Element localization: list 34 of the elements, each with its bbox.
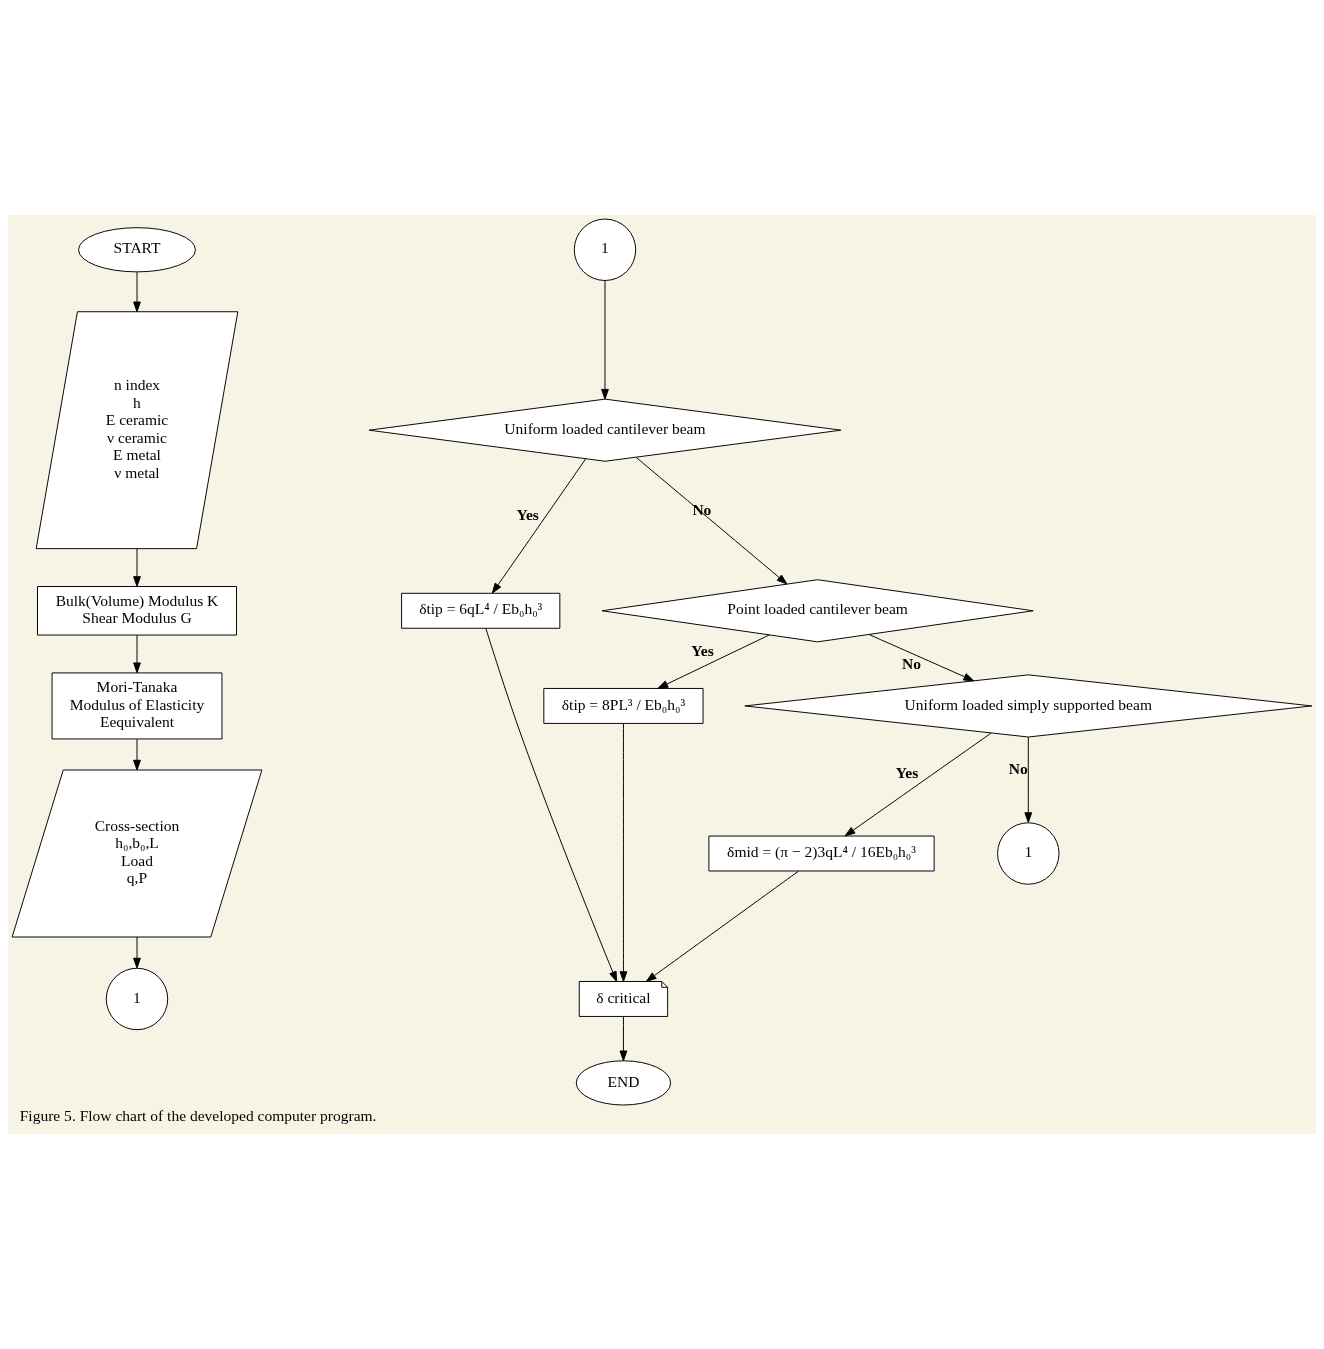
arrow <box>619 1016 628 1062</box>
node-circle: 1 <box>573 218 637 281</box>
edge-label: No <box>1008 759 1028 777</box>
caption: Figure 5. Flow chart of the developed computer program. <box>19 1107 377 1125</box>
node-circle: 1 <box>105 967 169 1031</box>
edge-label: No <box>902 655 922 673</box>
arrow <box>868 634 975 682</box>
node-box: δtip = 8PL³ / Eb₀h₀³ <box>543 687 704 724</box>
arrow <box>133 634 141 674</box>
arrow <box>645 870 799 982</box>
arrow <box>635 457 788 585</box>
edge-label: Yes <box>895 764 919 782</box>
node-ellipse: END <box>575 1060 672 1106</box>
arrow <box>485 627 618 982</box>
node-diamond: Uniform loaded cantilever beam <box>368 398 842 462</box>
node-box: Bulk(Volume) Modulus K Shear Modulus G <box>37 586 237 636</box>
arrow <box>133 738 141 771</box>
node-diamond: Point loaded cantilever beam <box>601 579 1034 643</box>
node-ellipse: START <box>78 227 196 273</box>
node-circle: 1 <box>997 822 1060 885</box>
arrow <box>657 634 770 689</box>
arrow <box>491 458 587 594</box>
arrow <box>1024 736 1033 823</box>
node-box: δtip = 6qL⁴ / Eb₀h₀³ <box>401 592 561 629</box>
arrow <box>133 548 141 587</box>
arrow <box>601 280 609 400</box>
edge-label: Yes <box>516 506 539 524</box>
node-box: Mori-Tanaka Modulus of Elasticity Eequivalent <box>51 672 223 740</box>
node-box: δmid = (π − 2)3qL⁴ / 16Eb₀h₀³ <box>708 835 935 872</box>
edge-label: Yes <box>691 641 714 659</box>
arrow <box>133 936 141 969</box>
arrow <box>133 271 141 313</box>
arrow <box>619 723 628 982</box>
arrow <box>844 732 992 837</box>
